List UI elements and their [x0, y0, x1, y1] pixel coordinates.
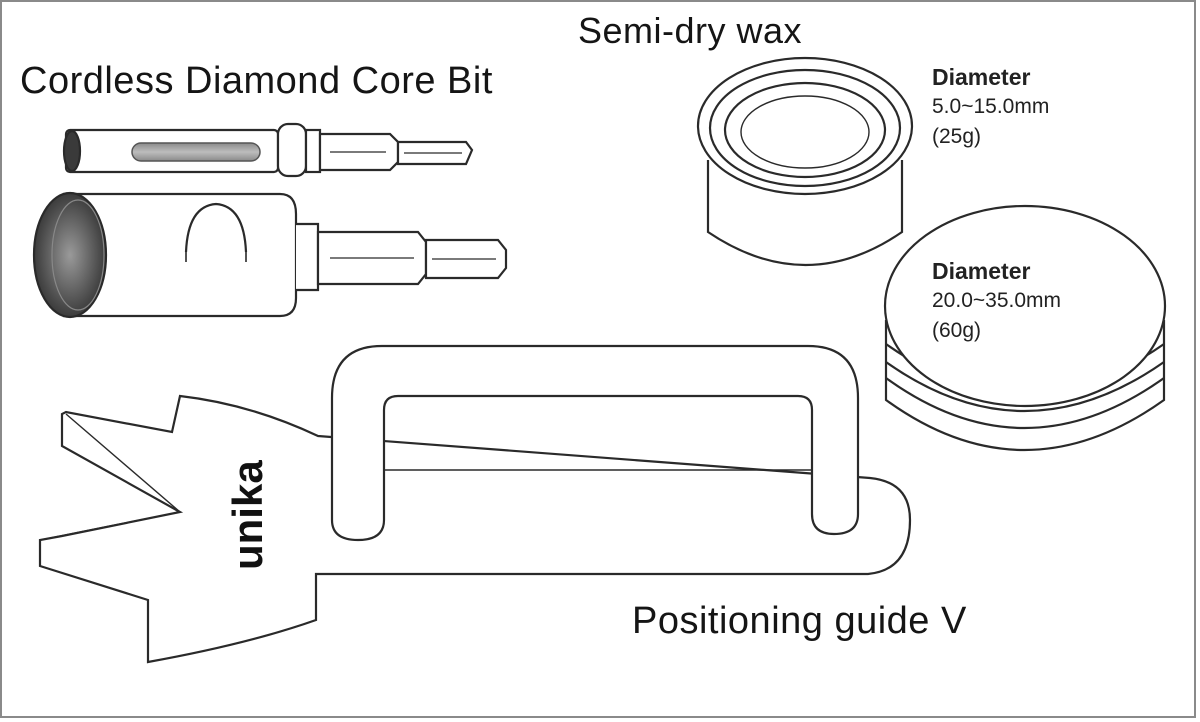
small-wax-spec: Diameter 5.0~15.0mm (25g) [932, 62, 1049, 152]
large-wax-spec-title: Diameter [932, 258, 1031, 284]
small-wax-spec-range: 5.0~15.0mm [932, 95, 1050, 118]
wax-label: Semi-dry wax [578, 10, 803, 51]
positioning-guide [38, 344, 912, 664]
large-wax-tin [883, 204, 1167, 452]
small-wax-spec-weight: (25g) [932, 125, 982, 148]
guide-label: Positioning guide V [632, 600, 967, 642]
large-wax-spec: Diameter 20.0~35.0mm (60g) [932, 256, 1061, 346]
large-wax-spec-range: 20.0~35.0mm [932, 289, 1061, 312]
large-core-bit [32, 191, 508, 319]
core-bit-label: Cordless Diamond Core Bit [20, 60, 493, 102]
small-wax-spec-title: Diameter [932, 64, 1031, 90]
large-wax-spec-weight: (60g) [932, 319, 982, 342]
small-core-bit [62, 122, 474, 178]
unika-logo-text: unika [224, 460, 271, 570]
small-wax-tin [696, 56, 914, 266]
unika-logo: unika [224, 460, 271, 570]
